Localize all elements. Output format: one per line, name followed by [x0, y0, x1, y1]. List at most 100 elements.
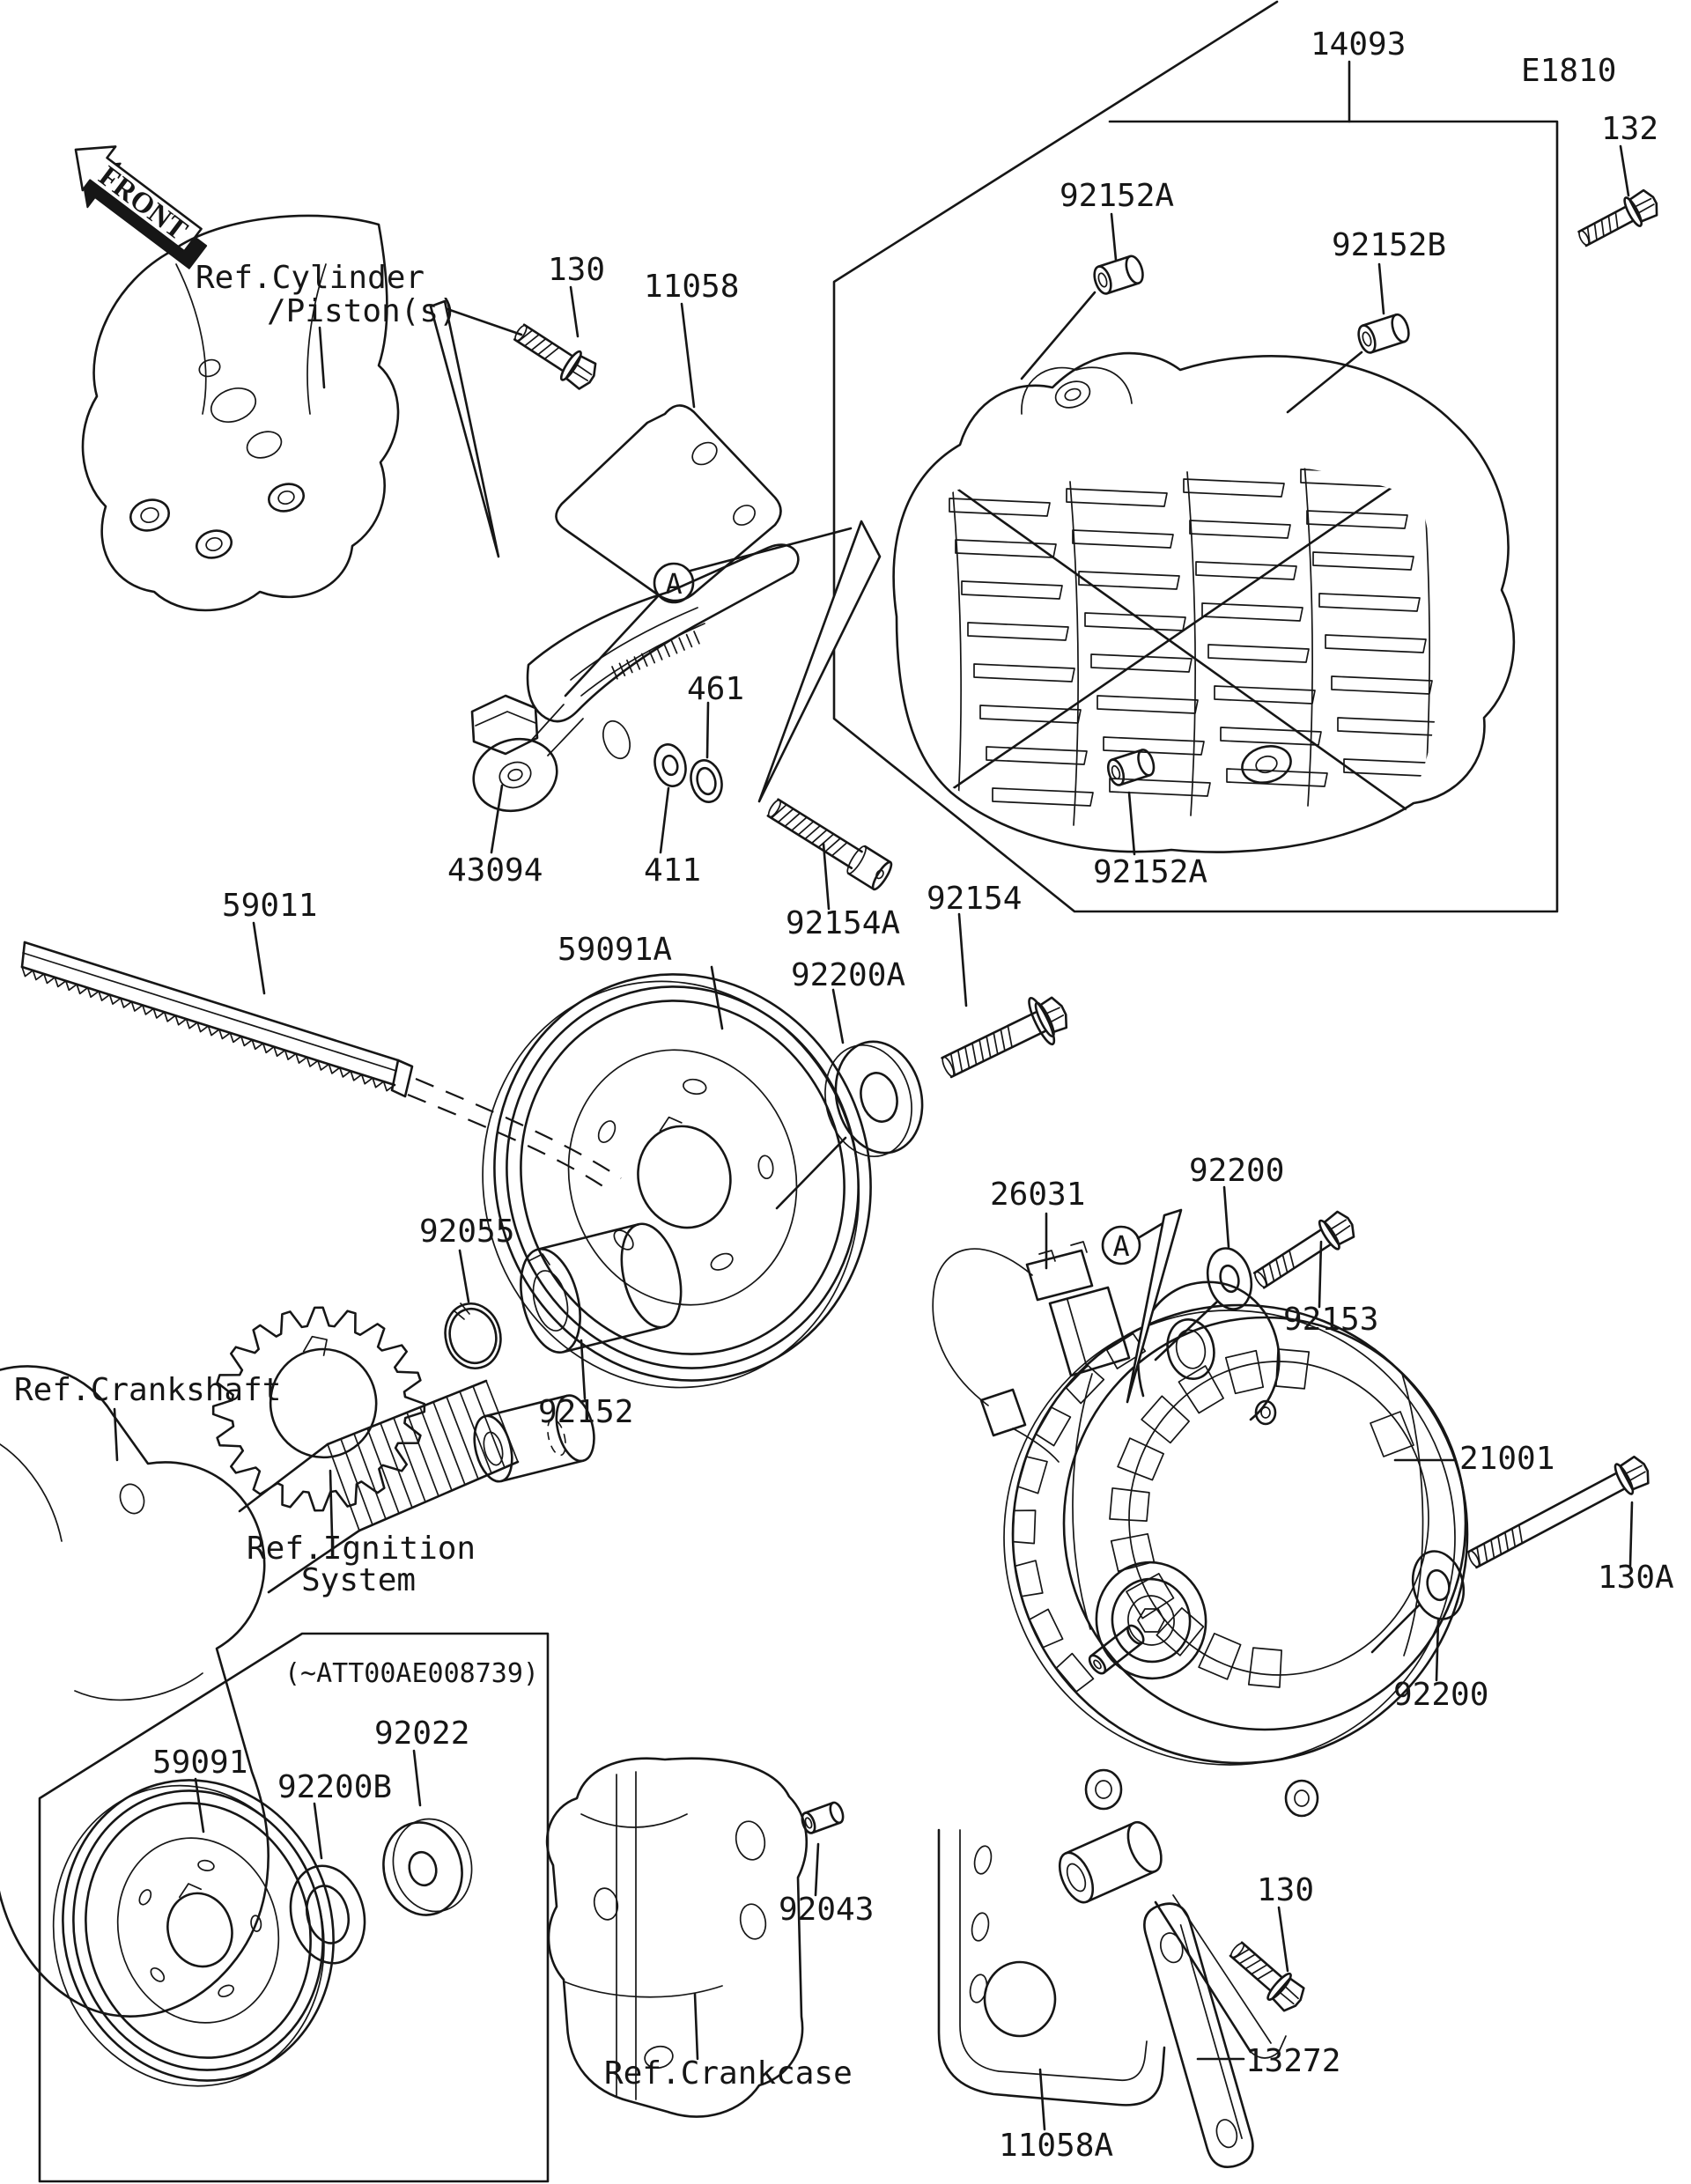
- cover-grille-part: [1109, 778, 1211, 797]
- bolts-drawing-part-part: [1254, 1271, 1267, 1288]
- cover-14093-drawing: [892, 351, 1516, 853]
- bolts-drawing-part-part: [513, 338, 564, 372]
- washers-drawing-part: [392, 1818, 473, 1913]
- bolts-drawing-part: [1229, 1941, 1305, 2012]
- front-arrow-face: [74, 145, 203, 253]
- crank-spline-teeth-part: [393, 1417, 426, 1503]
- bolts-drawing-part-part: [818, 833, 834, 848]
- leader-lines-part: [705, 701, 710, 759]
- cover-grille-part: [949, 498, 1051, 517]
- washers-drawing-part: [1426, 1568, 1451, 1602]
- ref-label-crankshaft: Ref.Crankshaft: [14, 1372, 281, 1408]
- pulleys-drawing-part-part: [710, 1252, 734, 1271]
- part-label-92153: 92153: [1283, 1302, 1378, 1338]
- bolts-drawing-part-part: [1584, 220, 1634, 247]
- ref-label-ignition-1: Ref.Ignition: [247, 1531, 476, 1567]
- bolts-drawing-part-part: [778, 808, 794, 823]
- casting-boss-hole: [205, 536, 223, 552]
- pulleys-drawing-part-part: [493, 973, 872, 1382]
- leader-lines-part: [1127, 791, 1136, 856]
- bolts-drawing-part-part: [771, 804, 787, 819]
- bolts-drawing-part: [1466, 1455, 1650, 1569]
- bolts-drawing-part-part: [1245, 1959, 1262, 1970]
- crank-cone-edge: [238, 1442, 329, 1513]
- belt-left-cap: [20, 941, 26, 969]
- strap-hole: [1215, 2119, 1238, 2149]
- leader-lines-part: [957, 912, 968, 1007]
- collars-drawing-part: [810, 1821, 842, 1834]
- bolts-drawing-part-part: [1262, 1243, 1332, 1289]
- collars-drawing-part: [536, 1222, 640, 1251]
- sensor-connector: [1025, 1249, 1094, 1302]
- bolts-drawing-part-part: [1613, 1463, 1635, 1495]
- bolts-drawing-part-part: [777, 798, 863, 853]
- collars-drawing-part: [1391, 313, 1410, 343]
- cover-grille-part: [967, 622, 1069, 641]
- crank-spline-teeth-part: [366, 1428, 400, 1515]
- bracket-hole: [691, 441, 718, 466]
- sensor-connector-detail: [1038, 1241, 1088, 1262]
- collars-drawing-part: [803, 1801, 835, 1815]
- tensioner-hex: [470, 694, 539, 756]
- leader-lines-part: [1222, 1185, 1230, 1249]
- bolts-drawing-part-part: [1633, 197, 1652, 208]
- ref-label-cylinder-1: Ref.Cylinder: [196, 260, 425, 296]
- collars-drawing-part: [1119, 773, 1152, 786]
- collars-drawing-part: [1103, 1642, 1144, 1674]
- bolts-drawing-part: [513, 323, 597, 390]
- washers-drawing: [289, 743, 1466, 1965]
- bolts-drawing-part-part: [941, 1011, 1037, 1059]
- bolts-drawing-part-part: [565, 354, 597, 390]
- bolts-drawing-part-part: [1266, 1972, 1292, 2001]
- bolts-drawing-part-part: [1497, 1536, 1503, 1554]
- view-a-label-1: A: [665, 567, 682, 601]
- part-label-130a: 130A: [1598, 1560, 1674, 1596]
- leader-lines-part: [1628, 1501, 1634, 1568]
- bolts-drawing-part-part: [863, 845, 892, 864]
- cover-grille-part: [992, 787, 1094, 807]
- cover-grille-part: [1183, 478, 1285, 498]
- adjuster-serrations-part: [655, 646, 663, 660]
- collars-drawing-part: [801, 1811, 816, 1834]
- crankcase-crease: [580, 1813, 688, 1828]
- pulleys-drawing-part-part: [52, 1784, 325, 2087]
- pointer-triangle: [1126, 1208, 1183, 1404]
- serial-range-label: (~ATT00AE008739): [284, 1658, 539, 1689]
- bolts-drawing-part-part: [1619, 1455, 1650, 1491]
- bracket-slot: [973, 1845, 993, 1875]
- part-label-92152: 92152: [538, 1394, 633, 1430]
- leader-lines-part: [458, 1249, 470, 1303]
- pulleys-drawing-part-part: [150, 1966, 166, 1982]
- bolts-drawing-part: [941, 996, 1068, 1079]
- ref-label-ignition-2: System: [301, 1562, 416, 1598]
- bolts-drawing-part-part: [1049, 1015, 1065, 1023]
- collars-drawing-part: [484, 1394, 569, 1418]
- bracket-11058-drawing: [526, 404, 800, 760]
- bolts-drawing-part-part: [1586, 226, 1591, 244]
- cover-grille-part: [973, 663, 1075, 682]
- washers-drawing-part: [1219, 1264, 1240, 1294]
- alt-face-vents-part: [1141, 1395, 1190, 1444]
- cover-grille-part: [1306, 510, 1408, 529]
- cover-grille-part: [1186, 471, 1196, 816]
- ref-label-cylinder-2: /Piston(s): [267, 293, 458, 329]
- collars-drawing-part: [1362, 331, 1372, 347]
- washers-drawing-part: [1206, 1247, 1253, 1310]
- belt-dashed-run: [407, 1093, 610, 1192]
- sensor-pigtail: [1012, 1428, 1060, 1463]
- leader-lines-part: [814, 1842, 820, 1897]
- washers-drawing-part: [305, 1885, 351, 1944]
- leader-lines-part: [443, 306, 523, 336]
- adjuster-serrations-part: [670, 640, 678, 654]
- cover-grille-part: [1312, 551, 1414, 571]
- adjuster-serrations-part: [685, 633, 693, 648]
- adjuster-serrations: [611, 631, 700, 680]
- alt-face-vents-part: [1109, 1487, 1150, 1522]
- crankcase-hole: [739, 1903, 767, 1940]
- bracket-gusset: [1154, 1900, 1252, 2054]
- strap-edge: [1179, 1924, 1243, 2139]
- serial-boundary-box: [38, 1632, 550, 2183]
- snap-ring-gap: [453, 1302, 470, 1320]
- pulleys-drawing-part-part: [178, 1883, 203, 1899]
- cover-grille-part: [1201, 602, 1303, 622]
